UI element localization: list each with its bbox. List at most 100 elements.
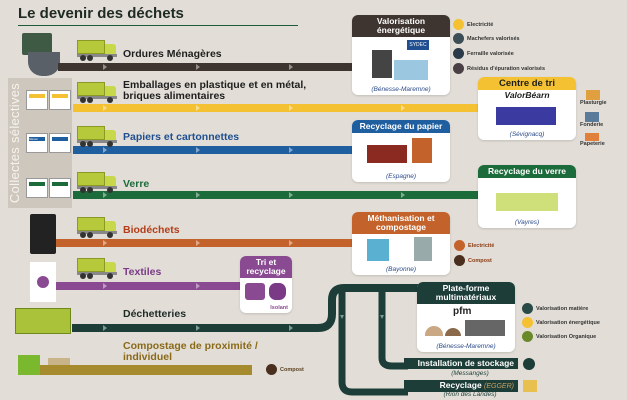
box-title: Plate-forme multimatériaux: [417, 282, 515, 304]
tshirt-icon: [245, 283, 265, 300]
box-location: (Bénesse-Maremne): [371, 86, 431, 93]
box-title: Valorisation énergétique: [352, 15, 450, 37]
box-location: (Bénesse-Maremne): [436, 343, 496, 350]
buried-container-icon: [28, 52, 60, 76]
wood-panel-icon: [523, 380, 537, 392]
output-item: Fonderie: [580, 112, 603, 128]
methanisation-box: Méthanisation et compostage (Bayonne): [352, 212, 450, 275]
glass-plant-icon: [496, 193, 558, 211]
truck-icon: [77, 217, 117, 239]
digester-building-icon: [367, 239, 389, 261]
truck-icon: [77, 126, 117, 148]
lightning-icon: [522, 317, 533, 328]
lightning-icon: [454, 240, 465, 251]
box-title: Recyclage du papier: [352, 120, 450, 133]
stream-label-compost: Compostage de proximité / individuel: [123, 340, 258, 363]
yellow-bin-icon: [26, 90, 48, 110]
scrap-metal-icon: [453, 48, 464, 59]
output-item: Electricité: [453, 19, 493, 30]
pfm-logo: pfm: [453, 306, 472, 317]
insulation-icon: [269, 283, 286, 300]
organic-icon: [522, 331, 533, 342]
compost-icon: [266, 364, 277, 375]
output-item: Compost: [454, 255, 492, 266]
household-container-icon: [22, 33, 52, 55]
collectes-selectives-panel: Collectes sélectives Sitcom: [7, 78, 72, 208]
textile-container-icon: [30, 262, 56, 302]
om-flow-line: [58, 63, 358, 71]
stream-label-emballages: Emballages en plastique et en métal, bri…: [123, 79, 307, 102]
installation-stockage-label: Installation de stockage: [404, 358, 518, 369]
tri-recyclage-textile-box: Tri et recyclage Isolant: [240, 256, 292, 313]
composter-icon: [18, 355, 40, 375]
compost-flow-line: [40, 365, 252, 375]
yellow-bin-icon: [49, 90, 71, 110]
sorting-center-icon: [496, 107, 556, 125]
output-item: Papeterie: [580, 133, 605, 147]
papiers-flow-line: [73, 146, 358, 154]
silo-icon: [414, 237, 432, 261]
output-item: Machefers valorisés: [453, 33, 520, 44]
output-item: Valorisation matière: [522, 303, 588, 314]
green-bin-icon: [26, 178, 48, 198]
emballages-flow-line: [73, 104, 483, 112]
dumpster-icon: [15, 308, 71, 334]
compost-output: Compost: [266, 364, 304, 375]
recyclage-location: (Rion des Landes): [443, 391, 497, 398]
foundry-icon: [584, 112, 599, 122]
biowaste-terminal-icon: [30, 214, 56, 254]
output-item: Plasturgie: [580, 90, 607, 106]
verre-flow-line: [73, 191, 483, 199]
textiles-flow-line: [56, 282, 244, 290]
isolant-label: Isolant: [270, 305, 288, 311]
truck-icon: [77, 40, 117, 62]
box-title: Centre de tri: [478, 77, 576, 90]
plant-building-icon: [394, 60, 428, 80]
box-title: Tri et recyclage: [240, 256, 292, 278]
page-title: Le devenir des déchets: [18, 5, 184, 22]
box-title: Recyclage du verre: [478, 165, 576, 178]
recyclage-verre-box: Recyclage du verre (Vayres): [478, 165, 576, 228]
warehouse-icon: [465, 320, 505, 336]
box-location: (Vayres): [514, 219, 540, 226]
blue-bin-icon: Sitcom: [26, 133, 48, 153]
stockage-location: (Messanges): [451, 370, 489, 377]
output-item: Valorisation Organique: [522, 331, 596, 342]
truck-icon: [77, 82, 117, 104]
blue-bin-icon: [49, 133, 71, 153]
collectes-selectives-label: Collectes sélectives: [7, 82, 22, 204]
output-item: Résidus d'épuration valorisés: [453, 63, 545, 74]
output-item: Ferraille valorisée: [453, 48, 514, 59]
box-title: Méthanisation et compostage: [352, 212, 450, 234]
residue-icon: [453, 63, 464, 74]
stream-label-papiers: Papiers et cartonnettes: [123, 131, 240, 143]
compost-icon: [454, 255, 465, 266]
stream-label-verre: Verre: [123, 178, 150, 190]
stream-label-om: Ordures Ménagères: [123, 48, 222, 60]
stream-label-textiles: Textiles: [123, 266, 162, 278]
sydec-logo: SYDEC: [407, 40, 429, 50]
stream-label-dechetteries: Déchetteries: [123, 308, 187, 320]
clinker-icon: [453, 33, 464, 44]
valorbearn-name: ValorBéarn: [504, 90, 550, 100]
plateforme-multimateriaux-box: Plate-forme multimatériaux pfm (Bénesse-…: [417, 282, 515, 352]
lightning-icon: [453, 19, 464, 30]
plant-building-icon: [372, 50, 392, 78]
title-divider: [18, 25, 298, 26]
material-pile-icon: [445, 328, 461, 336]
paper-mill-icon: [412, 138, 432, 163]
recyclage-egger-label: Recyclage (EGGER): [404, 380, 518, 392]
paper-mill-icon: [585, 133, 600, 141]
box-location: (Espagne): [386, 173, 416, 180]
centre-de-tri-box: Centre de tri ValorBéarn (Sévignacq): [478, 77, 576, 140]
output-item: Valorisation énergétique: [522, 317, 600, 328]
paper-mill-icon: [367, 145, 407, 163]
valorisation-energetique-box: Valorisation énergétique SYDEC (Bénesse-…: [352, 15, 450, 95]
truck-icon: [77, 172, 117, 194]
box-location: (Bayonne): [386, 266, 416, 273]
output-item: Electricité: [454, 240, 494, 251]
box-location: (Sévignacq): [509, 131, 545, 138]
plastics-factory-icon: [586, 90, 601, 100]
material-recovery-icon: [522, 303, 533, 314]
